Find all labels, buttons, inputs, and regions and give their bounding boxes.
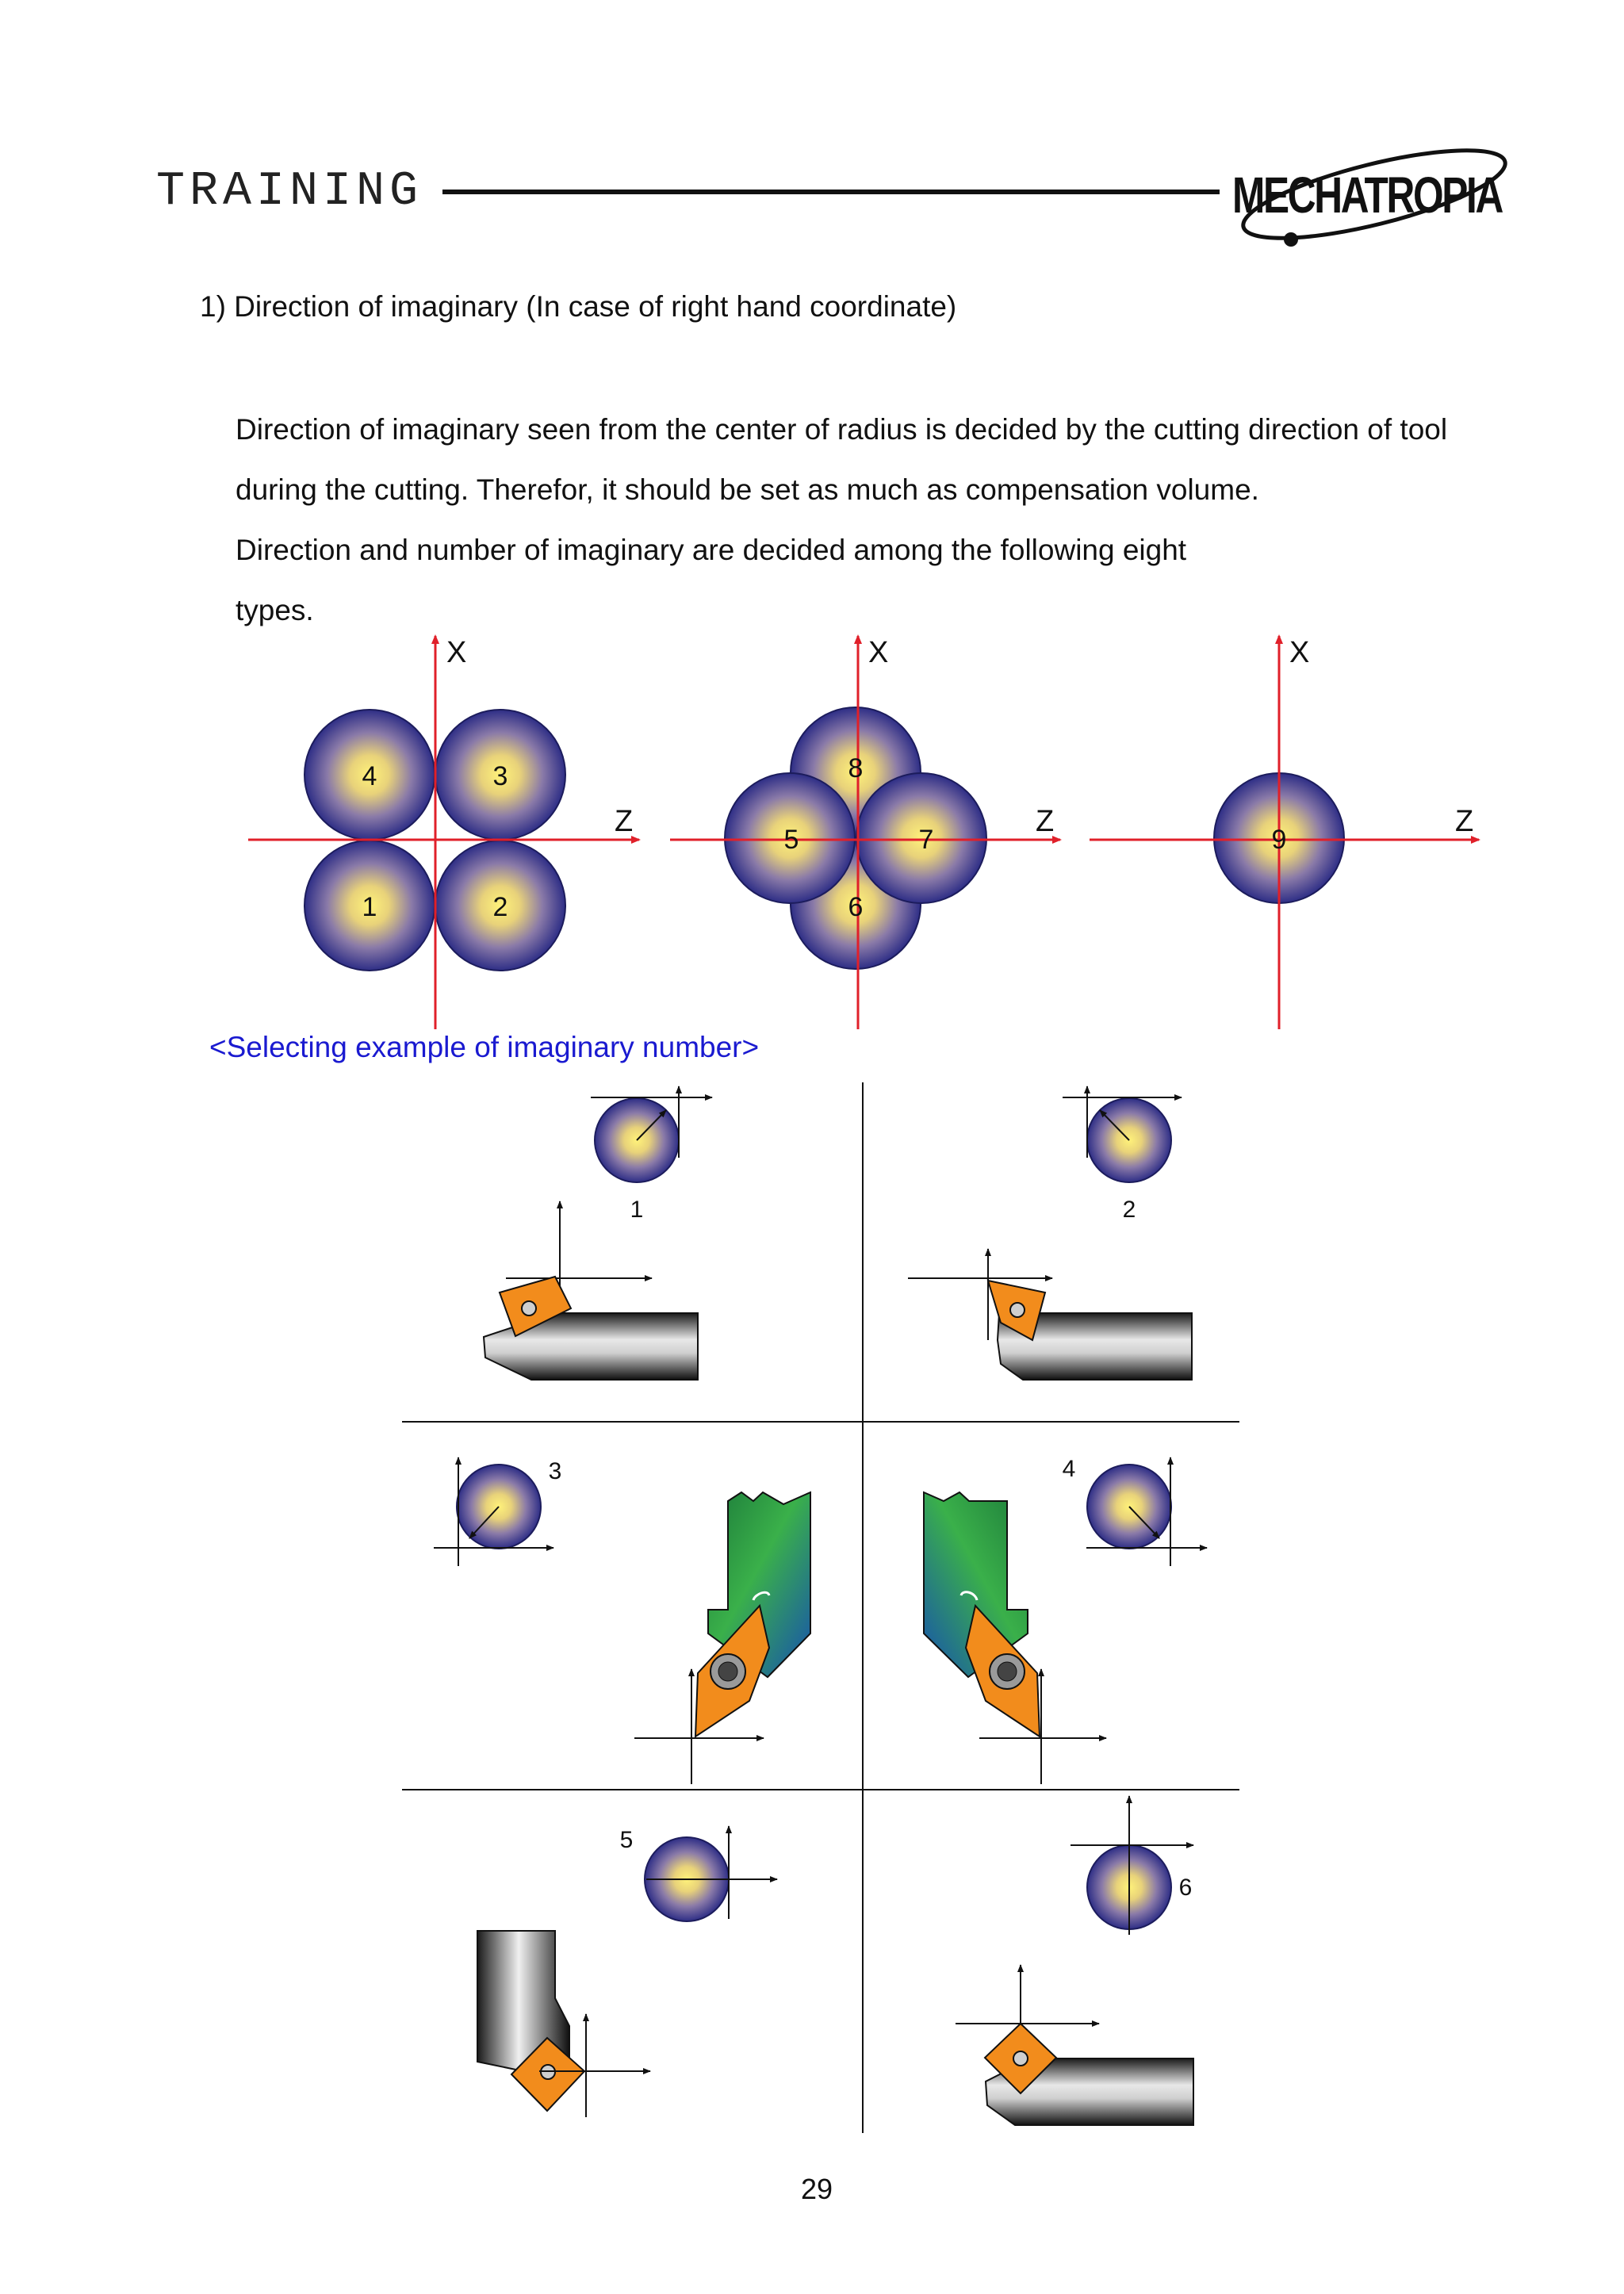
tool-shank [482,1312,699,1381]
ball-number: 6 [848,892,864,922]
paragraph-line-4: types. [236,594,314,626]
center-ball-group: X Z 9 [1090,634,1480,1029]
mechatropia-logo: MECHATROPIA [1228,131,1513,262]
ball-number: 5 [784,825,799,855]
ball-number: 4 [362,761,377,791]
example-caption: <Selecting example of imaginary number> [209,1031,760,1063]
tool-holder [923,1491,1028,1679]
screw-torx [997,1661,1017,1682]
z-axis-label: Z [1455,805,1473,838]
z-axis-label: Z [1036,805,1054,838]
x-axis-label: X [1289,636,1309,669]
ball-7 [856,772,987,904]
insert-screw [1009,1302,1025,1318]
direction-arrow [636,1109,667,1141]
example-2: 2 [908,1086,1193,1381]
example-4: 4 [923,1456,1208,1784]
holder-highlight [959,1591,979,1601]
logo-text: MECHATROPIA [1232,167,1503,224]
insert-screw [521,1300,537,1316]
header-title: TRAINING [156,165,423,219]
insert-screw [1013,2051,1028,2066]
ball-number: 8 [848,753,864,783]
x-axis-label: X [446,636,466,669]
example-label: 2 [1123,1197,1136,1223]
direction-arrow [1099,1109,1130,1141]
example-5: 5 [477,1825,778,2117]
paragraph-line-1: Direction of imaginary seen from the cen… [236,413,1448,446]
quadrant-balls-group: X Z 4 3 1 2 [248,634,641,1029]
ball-number: 9 [1272,825,1287,855]
ball-number: 3 [493,761,508,791]
direction-arrow [1128,1506,1160,1539]
header-rule [442,190,1220,194]
example-label: 6 [1179,1875,1193,1901]
tool-examples-grid: 1 2 3 4 [402,1082,1239,2133]
example-label: 3 [549,1458,562,1484]
ball-number: 7 [919,825,934,855]
example-6: 6 [956,1795,1194,2126]
example-label: 4 [1063,1456,1076,1482]
paragraph-line-2: during the cutting. Therefor, it should … [236,473,1259,506]
page-number: 29 [801,2173,833,2205]
ball-5 [724,772,856,904]
example-1: 1 [482,1086,713,1381]
z-axis-label: Z [615,805,633,838]
tool-holder [707,1491,811,1679]
holder-highlight [752,1591,771,1601]
section-heading: 1) Direction of imaginary (In case of ri… [200,290,957,323]
screw-torx [718,1661,738,1682]
ball-number: 2 [493,892,508,922]
paragraph-line-3: Direction and number of imaginary are de… [236,534,1187,566]
tool-shank [996,1312,1193,1381]
axis-balls-group: X Z 8 5 7 6 [670,634,1062,1029]
direction-arrow [469,1506,500,1539]
example-3: 3 [434,1457,811,1784]
x-axis-label: X [868,636,888,669]
imaginary-direction-diagram: X Z 4 3 1 2 X Z 8 5 7 6 X Z 9 [248,634,1480,1029]
ball-number: 1 [362,892,377,922]
example-label: 5 [620,1827,634,1853]
example-label: 1 [630,1197,644,1223]
